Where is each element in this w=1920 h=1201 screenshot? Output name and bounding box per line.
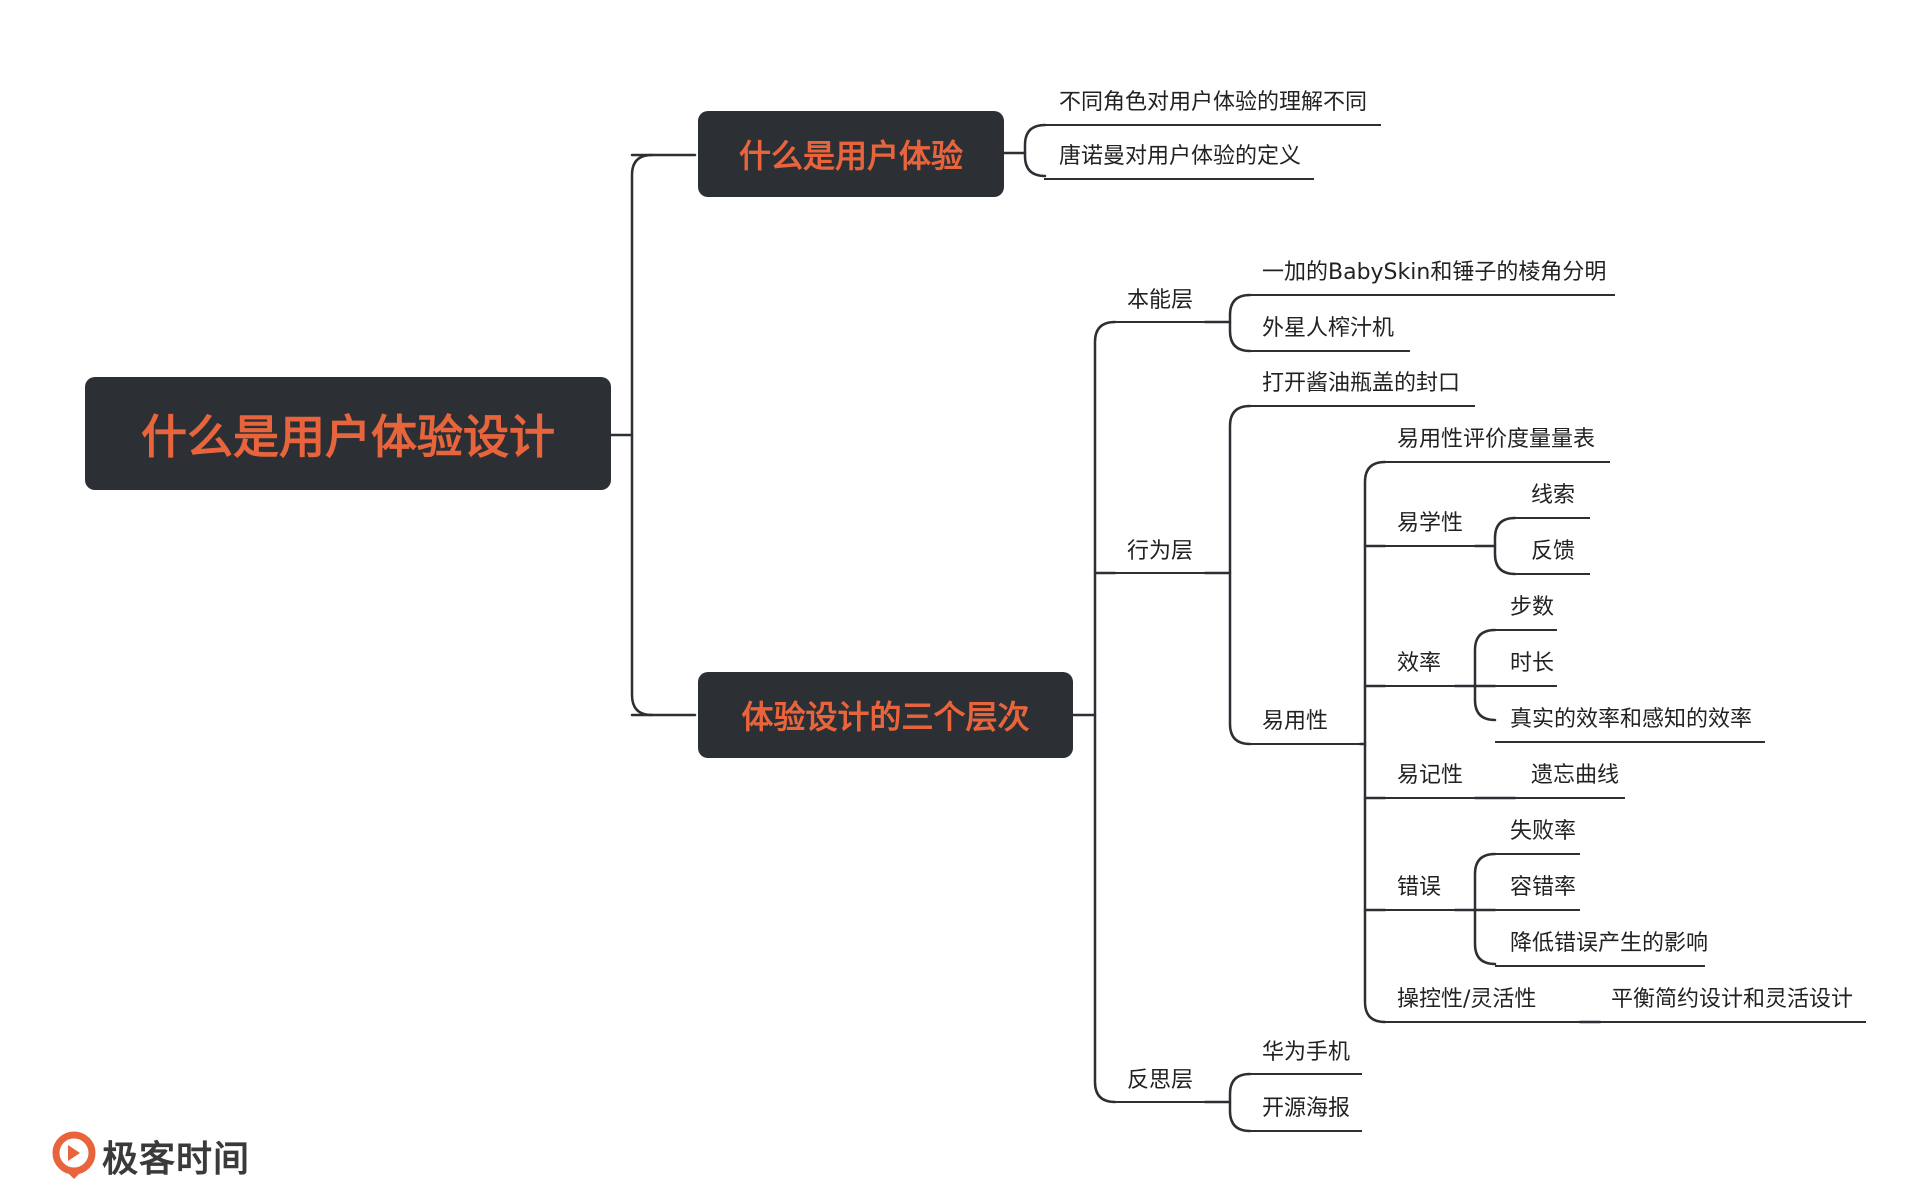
level-behavioral: 行为层 bbox=[1127, 539, 1194, 564]
underline bbox=[1044, 178, 1314, 180]
leaf-duration: 时长 bbox=[1510, 651, 1555, 676]
underline bbox=[1250, 1073, 1362, 1075]
underline bbox=[1250, 1130, 1362, 1132]
logo-text: 极客时间 bbox=[102, 1139, 251, 1180]
underline bbox=[1515, 797, 1625, 799]
branch-three-levels-label: 体验设计的三个层次 bbox=[741, 698, 1030, 736]
root-node-label: 什么是用户体验设计 bbox=[141, 409, 555, 464]
underline bbox=[1385, 545, 1495, 547]
leaf-huawei-phone: 华为手机 bbox=[1262, 1040, 1351, 1065]
leaf-real-vs-perceived: 真实的效率和感知的效率 bbox=[1510, 707, 1753, 732]
node-memorability: 易记性 bbox=[1397, 763, 1464, 788]
leaf-reduce-error-impact: 降低错误产生的影响 bbox=[1510, 931, 1709, 956]
underline bbox=[1385, 797, 1515, 799]
underline bbox=[1600, 1021, 1866, 1023]
underline bbox=[1515, 517, 1590, 519]
underline bbox=[1250, 294, 1615, 296]
underline bbox=[1515, 573, 1590, 575]
node-learnability: 易学性 bbox=[1397, 511, 1464, 536]
geektime-logo: 极客时间 bbox=[52, 1130, 250, 1182]
leaf-open-source-poster: 开源海报 bbox=[1262, 1096, 1351, 1121]
leaf-steps: 步数 bbox=[1510, 595, 1555, 620]
underline bbox=[1495, 965, 1705, 967]
underline bbox=[1044, 124, 1381, 126]
leaf-usability-scale: 易用性评价度量量表 bbox=[1397, 427, 1596, 452]
underline bbox=[1250, 405, 1475, 407]
branch-what-is-ux-label: 什么是用户体验 bbox=[738, 137, 963, 175]
leaf-norman-definition: 唐诺曼对用户体验的定义 bbox=[1059, 144, 1302, 169]
leaf-feedback: 反馈 bbox=[1531, 539, 1576, 564]
branch-three-levels[interactable]: 体验设计的三个层次 bbox=[698, 672, 1073, 758]
underline bbox=[1385, 909, 1475, 911]
underline bbox=[1495, 629, 1557, 631]
node-errors: 错误 bbox=[1397, 875, 1442, 900]
root-node[interactable]: 什么是用户体验设计 bbox=[85, 377, 611, 490]
underline bbox=[1495, 741, 1765, 743]
underline bbox=[1495, 685, 1557, 687]
underline bbox=[1115, 321, 1230, 323]
leaf-cues: 线索 bbox=[1531, 483, 1576, 508]
underline bbox=[1385, 685, 1475, 687]
leaf-forgetting-curve: 遗忘曲线 bbox=[1531, 763, 1620, 788]
level-reflective: 反思层 bbox=[1127, 1068, 1194, 1093]
leaf-soy-sauce-cap: 打开酱油瓶盖的封口 bbox=[1262, 371, 1461, 396]
leaf-alien-juicer: 外星人榨汁机 bbox=[1262, 316, 1395, 341]
underline bbox=[1250, 743, 1365, 745]
underline bbox=[1495, 909, 1580, 911]
node-usability: 易用性 bbox=[1262, 709, 1329, 734]
leaf-roles-understanding: 不同角色对用户体验的理解不同 bbox=[1059, 90, 1368, 115]
node-efficiency: 效率 bbox=[1397, 651, 1442, 676]
leaf-fault-tolerance: 容错率 bbox=[1510, 875, 1577, 900]
leaf-failure-rate: 失败率 bbox=[1510, 819, 1577, 844]
node-control-flexibility: 操控性/灵活性 bbox=[1397, 987, 1537, 1012]
underline bbox=[1385, 1021, 1600, 1023]
leaf-balance-design: 平衡简约设计和灵活设计 bbox=[1611, 987, 1854, 1012]
branch-what-is-ux[interactable]: 什么是用户体验 bbox=[698, 111, 1004, 197]
underline bbox=[1250, 350, 1410, 352]
level-visceral: 本能层 bbox=[1127, 288, 1194, 313]
underline bbox=[1495, 853, 1580, 855]
leaf-oneplus-smartisan: 一加的BabySkin和锤子的棱角分明 bbox=[1262, 260, 1607, 285]
geektime-logo-icon bbox=[52, 1131, 96, 1179]
underline bbox=[1385, 461, 1610, 463]
underline bbox=[1115, 1101, 1230, 1103]
underline bbox=[1115, 572, 1230, 574]
